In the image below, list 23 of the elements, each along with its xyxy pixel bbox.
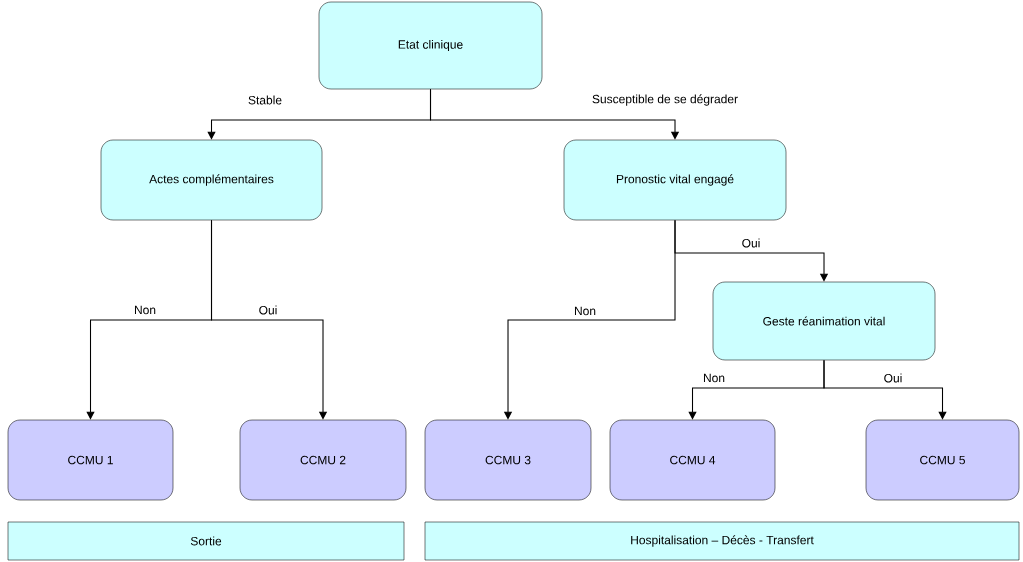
edge-label: Stable [246, 94, 284, 106]
arrow [823, 359, 947, 420]
arrow [674, 219, 829, 282]
edge-label: Oui [257, 304, 279, 316]
outcome-band: Hospitalisation – Décès - Transfert [424, 521, 1020, 561]
process-box: CCMU 1 [7, 419, 174, 501]
process-box: CCMU 3 [424, 419, 592, 501]
edge-label: Non [572, 305, 598, 317]
arrow [429, 88, 680, 140]
process-box: Actes complémentaires [100, 139, 323, 221]
edge-label: Oui [740, 237, 762, 249]
edge-label: Non [132, 304, 158, 316]
edge-label: Susceptible de se dégrader [590, 93, 740, 107]
edge-label: Oui [882, 372, 904, 384]
process-box: Etat clinique [318, 1, 543, 90]
process-box: Geste réanimation vital [712, 281, 936, 361]
edge-label: Non [701, 372, 727, 384]
process-box: CCMU 2 [239, 419, 407, 501]
process-box: CCMU 5 [865, 419, 1020, 501]
process-box: Pronostic vital engagé [563, 139, 787, 221]
arrow [210, 219, 328, 420]
process-box: CCMU 4 [609, 419, 776, 501]
outcome-band: Sortie [7, 521, 405, 561]
